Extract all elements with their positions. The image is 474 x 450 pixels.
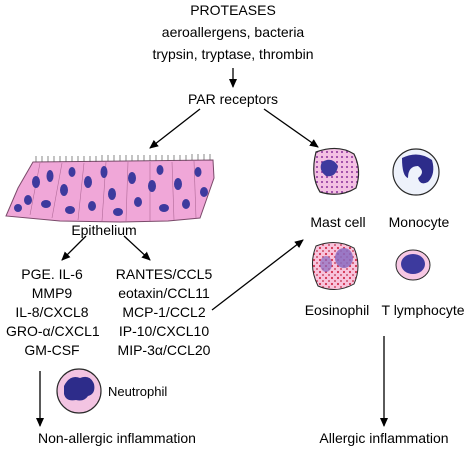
arrow-mediators-to-cells — [211, 239, 304, 311]
mast-cell-illustration — [313, 147, 360, 195]
neutrophil-label: Neutrophil — [108, 384, 168, 399]
mediator-item: IL-8/CXCL8 — [15, 304, 89, 320]
mediator-item: MCP-1/CCL2 — [122, 304, 206, 320]
left-mediator-list: PGE. IL-6 MMP9 IL-8/CXCL8 GRO-α/CXCL1 GM… — [6, 266, 100, 358]
arrow-epithelium-to-left-mediators — [61, 235, 87, 261]
proteases-title: PROTEASES — [190, 2, 276, 18]
monocyte-label: Monocyte — [388, 214, 450, 230]
mast-cell-label: Mast cell — [310, 214, 366, 230]
par-receptors-label: PAR receptors — [188, 91, 278, 107]
right-mediator-list: RANTES/CCL5 eotaxin/CCL11 MCP-1/CCL2 IP-… — [108, 266, 220, 358]
arrow-par-to-epithelium — [149, 108, 201, 149]
mediator-item: IP-10/CXCL10 — [118, 323, 210, 339]
mediator-item: MIP-3α/CCL20 — [117, 342, 211, 358]
eosinophil-label: Eosinophil — [304, 302, 370, 318]
mediator-item: RANTES/CCL5 — [115, 266, 213, 282]
t-lymphocyte-label: T lymphocyte — [381, 302, 465, 318]
proteases-line-2: trypsin, tryptase, thrombin — [152, 46, 314, 62]
mediator-item: GRO-α/CXCL1 — [6, 323, 100, 339]
t-lymphocyte-illustration — [395, 249, 431, 281]
epithelium-illustration — [5, 154, 215, 223]
arrow-par-to-cells — [263, 108, 319, 148]
neutrophil-illustration — [56, 368, 102, 414]
monocyte-illustration — [392, 148, 440, 196]
mediator-item: GM-CSF — [24, 342, 80, 358]
proteases-line-1: aeroallergens, bacteria — [161, 24, 305, 40]
non-allergic-inflammation-label: Non-allergic inflammation — [38, 430, 196, 446]
mediator-item: eotaxin/CCL11 — [118, 285, 210, 301]
epithelium-label: Epithelium — [71, 222, 137, 238]
allergic-inflammation-label: Allergic inflammation — [319, 430, 449, 446]
mediator-item: PGE. IL-6 — [21, 266, 83, 282]
eosinophil-illustration — [312, 242, 359, 290]
mediator-item: MMP9 — [31, 285, 73, 301]
arrow-epithelium-to-right-mediators — [123, 235, 151, 261]
